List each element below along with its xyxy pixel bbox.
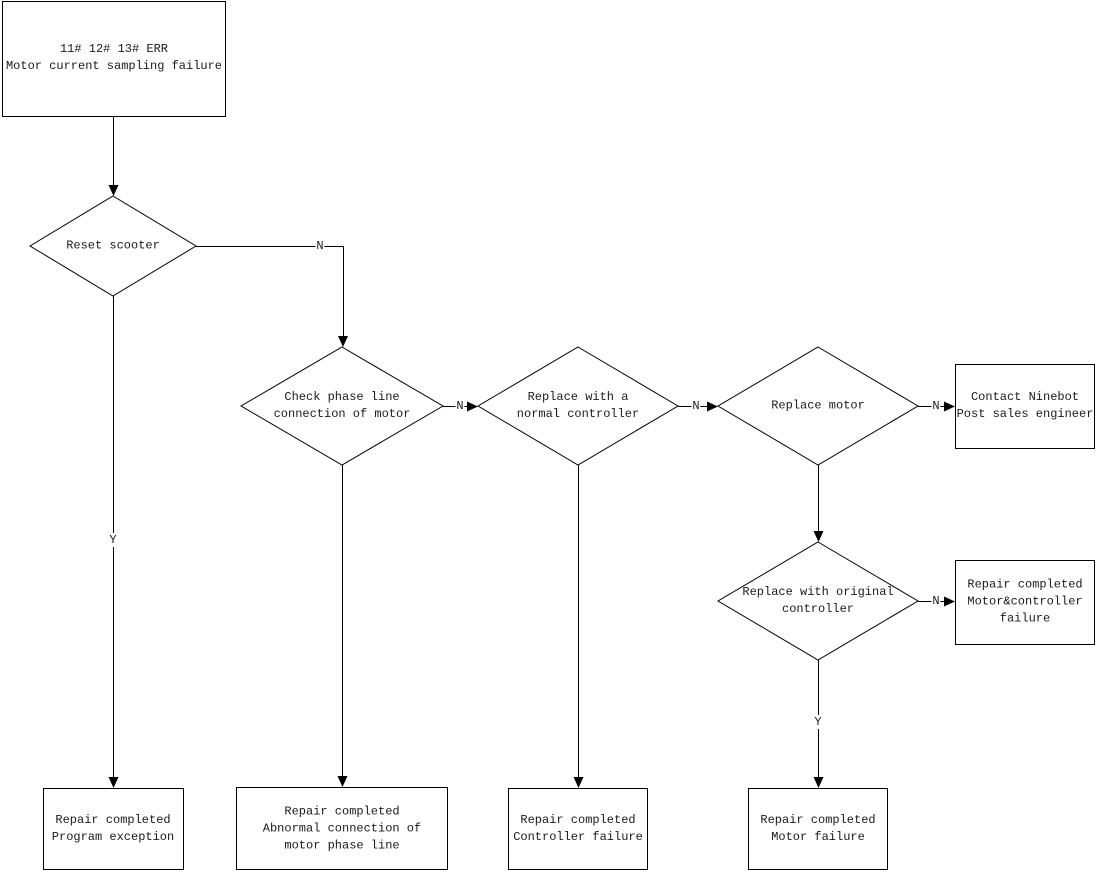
text-line: normal controller <box>516 407 640 421</box>
arrow-into-normal-controller <box>467 401 478 412</box>
arrow-into-controller-failure <box>573 777 584 788</box>
text-line: Repair completed <box>284 804 400 819</box>
text-line: connection of motor <box>273 407 411 421</box>
arrow-into-checkphase-top <box>338 336 348 347</box>
text-line: Program exception <box>51 830 175 844</box>
arrow-into-motorcontroller-failure <box>944 596 955 607</box>
edge-label-reset-yes: Y <box>108 533 118 547</box>
edge-label-originalcontroller-yes: Y <box>813 715 823 729</box>
text-line: motor phase line <box>284 838 400 853</box>
text-line: Replace motor <box>771 398 865 413</box>
arrowheads <box>108 185 955 788</box>
text-line: Post sales engineer <box>956 407 1094 421</box>
motor-controller-failure-label: Repair completed Motor&controller failur… <box>967 577 1082 628</box>
text-line: Motor&controller <box>967 594 1083 609</box>
text-line: Motor failure <box>771 830 865 844</box>
edge-label-originalcontroller-no: N <box>931 594 941 608</box>
edge-label-checkphase-no: N <box>455 399 465 413</box>
motor-controller-failure-box <box>955 560 1095 645</box>
motor-failure-box <box>748 788 888 870</box>
arrow-into-program-exception <box>108 777 119 788</box>
text-line: 11# 12# 13# ERR <box>59 42 169 56</box>
text-line: Repair completed <box>760 813 876 827</box>
controller-failure-box <box>508 788 648 870</box>
text-line: Repair completed <box>967 577 1083 592</box>
normal-controller-label: Replace with a normal controller <box>517 389 639 423</box>
text-line: Replace with a <box>527 390 629 404</box>
text-line: failure <box>999 611 1051 626</box>
controller-failure-label: Repair completed Controller failure <box>513 812 643 846</box>
original-controller-label: Replace with original controller <box>742 584 893 618</box>
abnormal-phase-label: Repair completed Abnormal connection of … <box>263 804 421 855</box>
text-line: Contact Ninebot <box>970 390 1080 404</box>
text-line: Repair completed <box>55 813 171 827</box>
arrow-into-reset <box>108 185 119 196</box>
abnormal-phase-box <box>236 787 448 870</box>
start-box <box>2 1 226 117</box>
text-line: controller <box>781 602 855 616</box>
arrow-into-motor-failure <box>813 777 824 788</box>
arrow-into-abnormal-phase <box>337 776 348 787</box>
contact-ninebot-box <box>955 364 1095 449</box>
program-exception-box <box>43 788 184 870</box>
motor-failure-label: Repair completed Motor failure <box>760 812 875 846</box>
replace-motor-label: Replace motor <box>771 398 865 415</box>
text-line: Motor current sampling failure <box>5 59 223 73</box>
arrow-into-contact-ninebot <box>944 401 955 412</box>
reset-scooter-label: Reset scooter <box>66 238 160 255</box>
text-line: Controller failure <box>513 830 643 844</box>
text-line: Reset scooter <box>66 238 160 253</box>
start-node-label: 11# 12# 13# ERR Motor current sampling f… <box>6 41 222 75</box>
arrow-into-original-controller <box>813 531 824 542</box>
edge-label-replacemotor-no: N <box>931 399 941 413</box>
edge-label-normalcontroller-no: N <box>691 399 701 413</box>
text-line: Abnormal connection of <box>262 821 422 836</box>
program-exception-label: Repair completed Program exception <box>52 812 174 846</box>
arrow-into-replace-motor <box>707 401 718 412</box>
contact-ninebot-label: Contact Ninebot Post sales engineer <box>957 389 1094 423</box>
edge-label-reset-no: N <box>315 239 325 253</box>
text-line: Check phase line <box>284 390 400 404</box>
connector-lines <box>113 117 945 778</box>
text-line: Repair completed <box>520 813 636 827</box>
check-phase-label: Check phase line connection of motor <box>274 389 411 423</box>
text-line: Replace with original <box>742 585 894 599</box>
